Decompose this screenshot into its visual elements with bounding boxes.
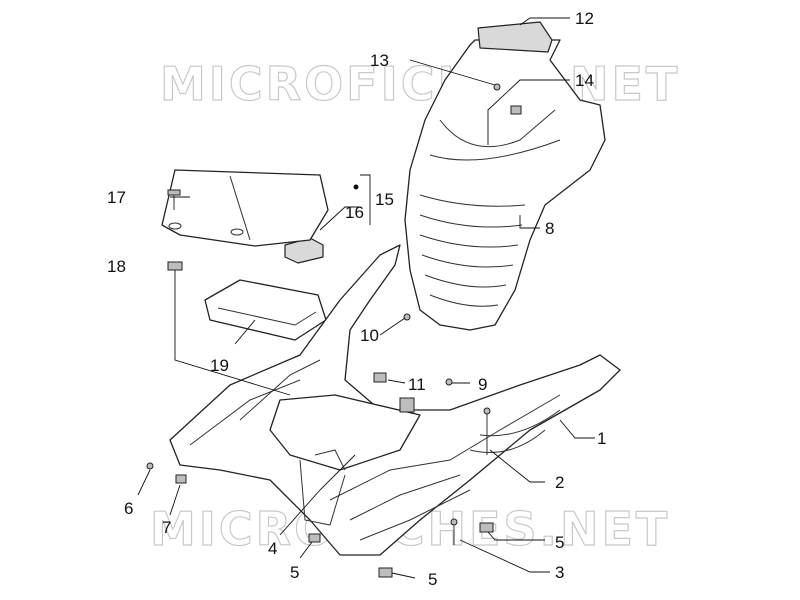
clip-part-5-right	[479, 522, 494, 533]
pad-part-19	[204, 279, 327, 341]
footboard-frame-part-1	[169, 244, 621, 556]
top-trim-part-12	[477, 21, 553, 53]
callout-7: 7	[162, 518, 171, 537]
screw-part-17	[167, 189, 181, 210]
screw-part-6	[146, 462, 154, 470]
leg-shield-part-8	[404, 39, 606, 331]
callout-16: 16	[345, 203, 364, 222]
screw-part-9	[445, 378, 453, 386]
clip-part-7	[175, 474, 187, 484]
callout-18: 18	[107, 257, 126, 276]
callout-1: 1	[597, 429, 606, 448]
battery-lid	[161, 169, 329, 247]
callout-19: 19	[210, 356, 229, 375]
leader-lines	[137, 17, 595, 579]
callout-3: 3	[555, 563, 564, 582]
screw-part-13	[493, 83, 501, 91]
callout-4: 4	[268, 539, 277, 558]
callout-8: 8	[545, 219, 554, 238]
clip-part-5-bottom	[378, 567, 393, 578]
callout-2: 2	[555, 473, 564, 492]
callout-11: 11	[408, 375, 426, 394]
clip-part-5-left	[308, 533, 321, 543]
clip-part-11	[373, 372, 415, 413]
callout-10: 10	[360, 326, 379, 345]
callout-6: 6	[124, 499, 133, 518]
screw-part-3	[450, 518, 458, 545]
screw-part-10	[403, 313, 411, 321]
clip-part-14	[510, 105, 522, 115]
screw-part-15	[353, 184, 359, 190]
callout-14: 14	[575, 71, 594, 90]
callout-12: 12	[575, 9, 594, 28]
watermark-top: MICROFICHES.NET	[160, 57, 680, 111]
callout-15: 15	[375, 190, 394, 209]
clip-part-18	[167, 261, 183, 271]
callouts: 12 13 14 15 16 17 18 8 10 19 11 9 1 2 6 …	[107, 9, 606, 589]
screw-part-2	[483, 407, 491, 455]
battery-box-part-4	[269, 394, 421, 526]
callout-17: 17	[107, 188, 126, 207]
callout-9: 9	[478, 375, 487, 394]
callout-5-left: 5	[290, 563, 299, 582]
callout-5-bottom: 5	[428, 570, 437, 589]
callout-13: 13	[370, 51, 389, 70]
callout-5-right: 5	[555, 533, 564, 552]
